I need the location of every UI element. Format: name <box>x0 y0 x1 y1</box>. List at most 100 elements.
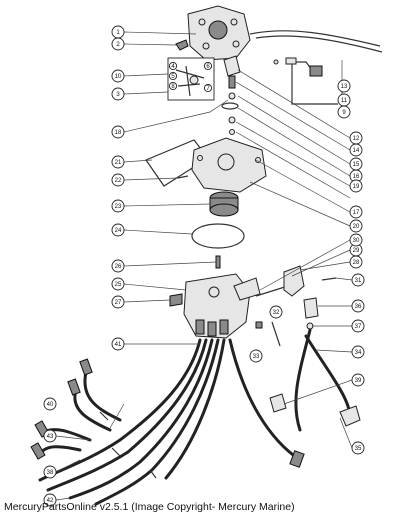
callout-38: 38 <box>43 465 57 479</box>
callout-5: 5 <box>168 71 178 81</box>
callout-24: 24 <box>111 223 125 237</box>
callout-11-label: 11 <box>341 98 348 104</box>
callout-14: 14 <box>349 143 363 157</box>
callout-38-label: 38 <box>47 470 54 476</box>
screw-part <box>177 175 189 179</box>
callout-28: 28 <box>349 255 363 269</box>
callout-24-label: 24 <box>115 228 122 234</box>
callout-6: 6 <box>203 61 213 71</box>
callout-13: 13 <box>337 79 351 93</box>
callout-39: 39 <box>351 373 365 387</box>
callout-12-label: 12 <box>353 136 360 142</box>
callout-30-label: 30 <box>353 238 360 244</box>
drive-gear-part <box>209 191 239 217</box>
callout-18: 18 <box>111 125 125 139</box>
callout-39-label: 39 <box>355 378 362 384</box>
callout-35: 35 <box>351 441 365 455</box>
callout-25: 25 <box>111 277 125 291</box>
callout-20-label: 20 <box>353 224 360 230</box>
callout-27-label: 27 <box>115 300 122 306</box>
callout-43: 43 <box>43 429 57 443</box>
callout-34-label: 34 <box>355 350 362 356</box>
callout-40: 40 <box>43 397 57 411</box>
coil-lead-wire <box>269 328 361 432</box>
housing-plate-part <box>191 137 267 193</box>
callout-3: 3 <box>111 87 125 101</box>
callout-18-label: 18 <box>115 130 122 136</box>
callout-27: 27 <box>111 295 125 309</box>
callout-41: 41 <box>111 337 125 351</box>
callout-23-label: 23 <box>115 204 122 210</box>
callout-4: 4 <box>168 61 178 71</box>
callout-5-label: 5 <box>171 74 175 80</box>
copyright-caption: MercuryPartsOnline v2.5.1 (Image Copyrig… <box>4 501 295 513</box>
callout-26: 26 <box>111 259 125 273</box>
callout-10: 10 <box>111 69 125 83</box>
callout-40-label: 40 <box>47 402 54 408</box>
callout-22: 22 <box>111 173 125 187</box>
small-spring-part <box>255 321 281 347</box>
callout-28-label: 28 <box>353 260 360 266</box>
callout-9-label: 9 <box>342 110 346 116</box>
callout-21: 21 <box>111 155 125 169</box>
right-side-fittings <box>303 277 337 330</box>
callout-6-label: 6 <box>206 64 210 70</box>
callout-4-label: 4 <box>171 64 175 70</box>
callout-15: 15 <box>349 157 363 171</box>
callout-43-label: 43 <box>47 434 54 440</box>
callout-36: 36 <box>351 299 365 313</box>
callout-22-label: 22 <box>115 178 122 184</box>
callout-30: 30 <box>349 233 363 247</box>
callout-42: 42 <box>43 493 57 507</box>
callout-33: 33 <box>249 349 263 363</box>
pin-part <box>215 255 221 269</box>
clip-part <box>175 39 189 51</box>
callout-37: 37 <box>351 319 365 333</box>
callout-25-label: 25 <box>115 282 122 288</box>
leader-lines <box>55 31 353 501</box>
callout-11: 11 <box>337 93 351 107</box>
distributor-cap-part <box>187 5 251 61</box>
callout-41-label: 41 <box>115 342 122 348</box>
callout-20: 20 <box>349 219 363 233</box>
callout-9: 9 <box>337 105 351 119</box>
callout-21-label: 21 <box>115 160 122 166</box>
callout-19-label: 19 <box>353 184 360 190</box>
callout-2-label: 2 <box>116 42 120 48</box>
callout-19: 19 <box>349 179 363 193</box>
callout-15-label: 15 <box>353 162 360 168</box>
callout-1: 1 <box>111 25 125 39</box>
tach-lead-wires <box>249 30 383 105</box>
callout-23: 23 <box>111 199 125 213</box>
callout-3-label: 3 <box>116 92 120 98</box>
callout-8-label: 8 <box>171 84 175 90</box>
distributor-housing-part <box>183 273 251 339</box>
callout-16-label: 16 <box>353 174 360 180</box>
callout-2: 2 <box>111 37 125 51</box>
callout-42-label: 42 <box>47 498 54 504</box>
rotor-part <box>221 55 241 135</box>
callout-36-label: 36 <box>355 304 362 310</box>
callout-8: 8 <box>168 81 178 91</box>
spark-plug-wire-harness <box>30 338 305 506</box>
callout-12: 12 <box>349 131 363 145</box>
callout-17: 17 <box>349 205 363 219</box>
callout-31: 31 <box>351 273 365 287</box>
callout-29-label: 29 <box>353 248 360 254</box>
callout-13-label: 13 <box>341 84 348 90</box>
bushing-part <box>169 293 183 307</box>
callout-33-label: 33 <box>253 354 260 360</box>
callout-1-label: 1 <box>116 30 120 36</box>
callout-10-label: 10 <box>115 74 122 80</box>
callout-7-label: 7 <box>206 86 210 92</box>
o-ring-part <box>191 223 245 249</box>
callout-26-label: 26 <box>115 264 122 270</box>
callout-35-label: 35 <box>355 446 362 452</box>
callout-16: 16 <box>349 169 363 183</box>
callout-32: 32 <box>269 305 283 319</box>
callout-32-label: 32 <box>273 310 280 316</box>
callout-37-label: 37 <box>355 324 362 330</box>
callout-7: 7 <box>203 83 213 93</box>
callout-17-label: 17 <box>353 210 360 216</box>
